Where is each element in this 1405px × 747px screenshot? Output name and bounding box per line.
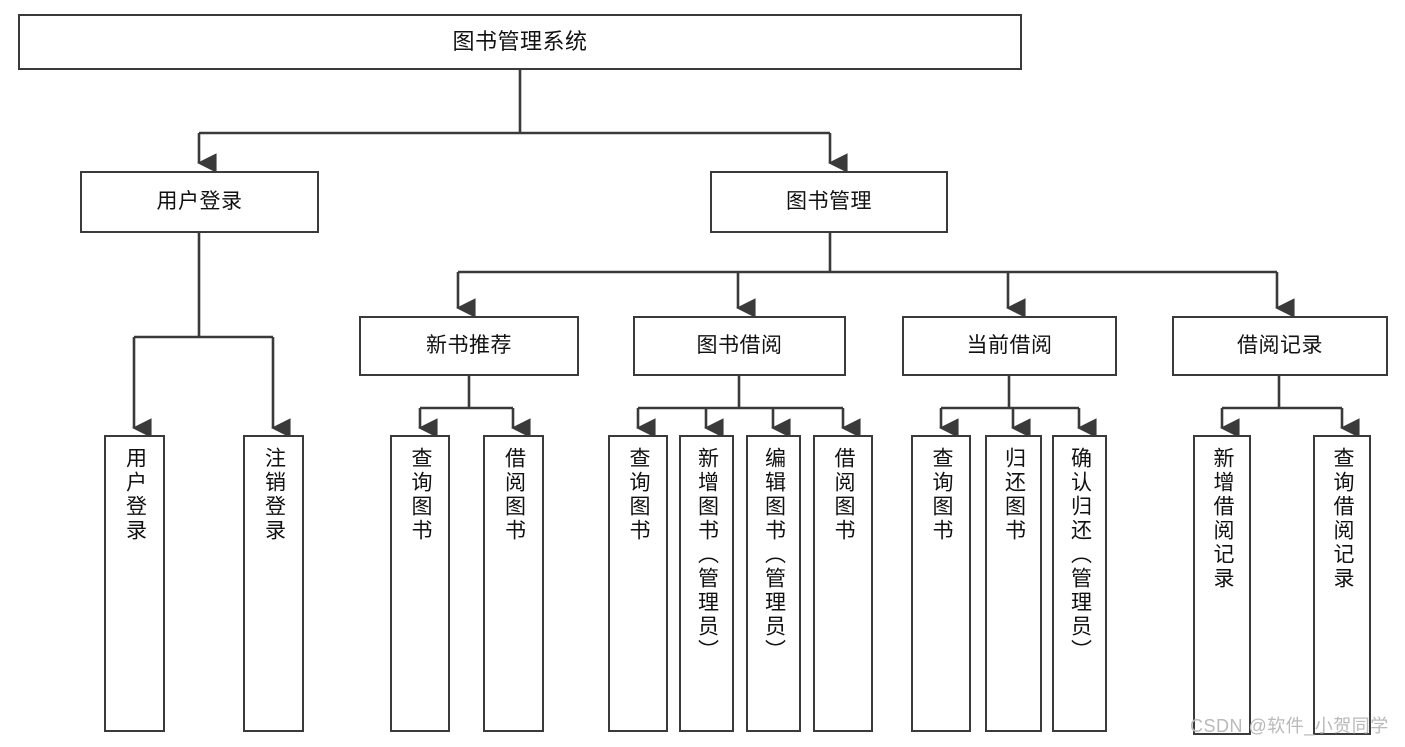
csdn-watermark: CSDN @软件_小贺同学 — [1190, 716, 1389, 736]
node-label: 图书借阅 — [696, 333, 783, 357]
node-label: 当前借阅 — [966, 333, 1053, 357]
node-label: 查询图书 — [409, 447, 433, 543]
node-leaf-query-book-1[interactable]: 查询图书 — [390, 435, 450, 732]
node-current-borrow[interactable]: 当前借阅 — [902, 316, 1117, 376]
node-label: 查询图书 — [930, 447, 954, 543]
node-leaf-user-logout[interactable]: 注销登录 — [243, 435, 304, 732]
node-label: 查询借阅记录 — [1331, 447, 1355, 591]
node-label: 借阅记录 — [1237, 333, 1323, 357]
node-label: 新增借阅记录 — [1211, 447, 1235, 591]
node-label: 归还图书 — [1002, 447, 1026, 543]
node-label: 用户登录 — [123, 447, 147, 543]
node-label: 确认归还（管理员） — [1068, 447, 1092, 663]
node-new-book-recommend[interactable]: 新书推荐 — [359, 316, 579, 376]
node-label: 新书推荐 — [426, 333, 512, 357]
node-leaf-borrow-book-2[interactable]: 借阅图书 — [813, 435, 873, 732]
node-user-login[interactable]: 用户登录 — [80, 171, 319, 233]
node-book-management[interactable]: 图书管理 — [710, 171, 948, 233]
node-label: 借阅图书 — [502, 447, 526, 543]
node-label: 借阅图书 — [832, 447, 856, 543]
node-root-system[interactable]: 图书管理系统 — [18, 14, 1022, 70]
node-borrow-records[interactable]: 借阅记录 — [1172, 316, 1388, 376]
node-leaf-query-book-2[interactable]: 查询图书 — [608, 435, 668, 732]
node-book-borrow[interactable]: 图书借阅 — [633, 316, 846, 376]
node-label: 用户登录 — [156, 189, 243, 213]
node-leaf-edit-book[interactable]: 编辑图书（管理员） — [746, 435, 801, 732]
node-leaf-return-book[interactable]: 归还图书 — [985, 435, 1042, 732]
node-leaf-query-book-3[interactable]: 查询图书 — [911, 435, 971, 732]
node-leaf-confirm-return[interactable]: 确认归还（管理员） — [1052, 435, 1107, 732]
node-leaf-borrow-book-1[interactable]: 借阅图书 — [483, 435, 544, 732]
node-leaf-add-record[interactable]: 新增借阅记录 — [1193, 435, 1251, 735]
node-label: 注销登录 — [262, 447, 286, 543]
node-label: 编辑图书（管理员） — [762, 447, 786, 663]
node-label: 图书管理系统 — [452, 28, 588, 54]
node-label: 图书管理 — [786, 189, 872, 213]
node-leaf-user-login[interactable]: 用户登录 — [104, 435, 165, 732]
node-leaf-add-book[interactable]: 新增图书（管理员） — [679, 435, 734, 732]
node-label: 新增图书（管理员） — [695, 447, 719, 663]
node-label: 查询图书 — [627, 447, 651, 543]
node-leaf-query-record[interactable]: 查询借阅记录 — [1313, 435, 1371, 735]
